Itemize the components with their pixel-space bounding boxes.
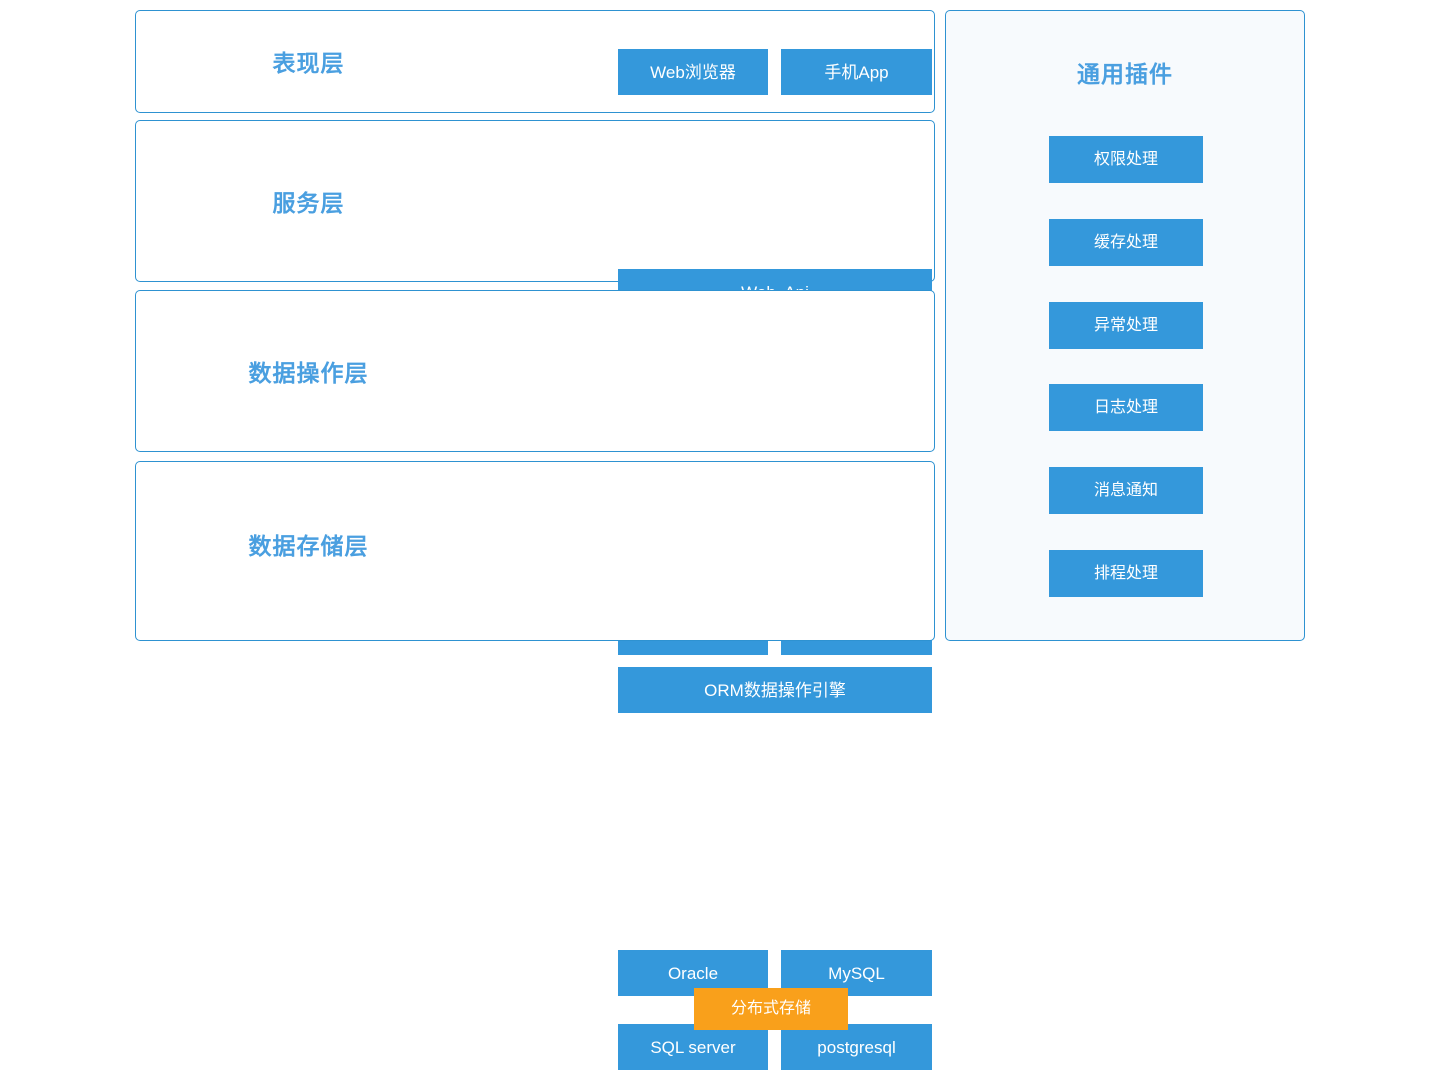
plugin-item-exception[interactable]: 异常处理 [1049, 302, 1203, 349]
plugin-item-cache[interactable]: 缓存处理 [1049, 219, 1203, 266]
box-distributed-storage[interactable]: 分布式存储 [694, 988, 848, 1030]
plugin-item-logging[interactable]: 日志处理 [1049, 384, 1203, 431]
plugin-item-notification[interactable]: 消息通知 [1049, 467, 1203, 514]
box-mobile-app-presentation[interactable]: 手机App [781, 49, 932, 95]
layer-title-data-operation: 数据操作层 [248, 360, 369, 386]
plugin-panel: 通用插件 权限处理 缓存处理 异常处理 日志处理 消息通知 排程处理 [945, 10, 1305, 641]
box-postgresql[interactable]: postgresql [781, 1024, 932, 1070]
layer-panel-service: 服务层 Web Api Web浏览器 手机App [135, 120, 935, 372]
architecture-diagram: 表现层 Web浏览器 手机App 服务层 Web Api Web浏览器 手机Ap… [135, 10, 1305, 1070]
box-orm-engine[interactable]: ORM数据操作引擎 [618, 667, 932, 713]
layer-title-data-storage: 数据存储层 [248, 533, 369, 559]
box-web-browser-presentation[interactable]: Web浏览器 [618, 49, 768, 95]
layer-panel-data-storage: 数据存储层 Oracle MySQL SQL server postgresql… [135, 461, 935, 1070]
plugin-panel-title: 通用插件 [1077, 61, 1173, 87]
layer-panel-presentation: 表现层 Web浏览器 手机App [135, 10, 935, 113]
layer-title-presentation: 表现层 [272, 50, 345, 76]
layer-panel-data-operation: 数据操作层 服务接口 服务实现 ORM数据操作引擎 [135, 290, 935, 713]
layer-title-service: 服务层 [272, 190, 345, 216]
box-sql-server[interactable]: SQL server [618, 1024, 768, 1070]
plugin-item-permission[interactable]: 权限处理 [1049, 136, 1203, 183]
plugin-item-scheduling[interactable]: 排程处理 [1049, 550, 1203, 597]
